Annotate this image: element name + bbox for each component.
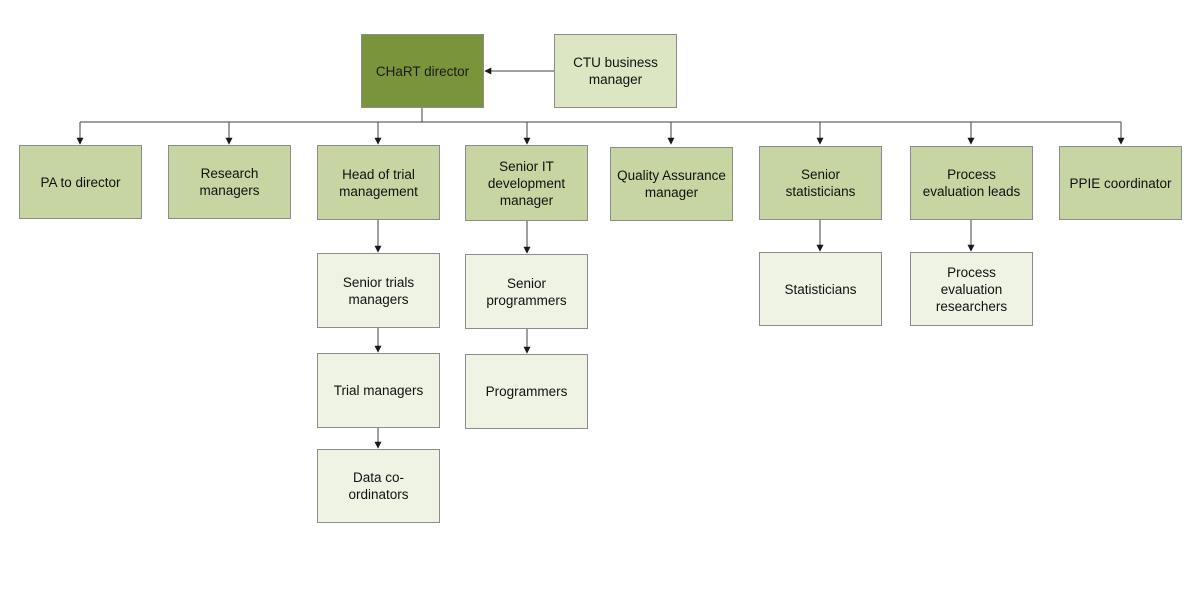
pa-to-director-box: PA to director [19,145,142,219]
senior-programmers-box: Senior programmers [465,254,588,329]
senior-statisticians-box: Senior statisticians [759,146,882,220]
senior-trials-managers-box: Senior trials managers [317,253,440,328]
process-evaluation-researchers-box: Process evaluation researchers [910,252,1033,326]
ppie-coordinator-box: PPIE coordinator [1059,146,1182,220]
head-of-trial-management-box: Head of trial management [317,145,440,220]
programmers-box: Programmers [465,354,588,429]
process-evaluation-leads-box: Process evaluation leads [910,146,1033,220]
statisticians-box: Statisticians [759,252,882,326]
business-manager-box: CTU business manager [554,34,677,108]
data-coordinators-box: Data co-ordinators [317,449,440,523]
senior-it-development-manager-box: Senior IT development manager [465,145,588,221]
quality-assurance-manager-box: Quality Assurance manager [610,147,733,221]
research-managers-box: Research managers [168,145,291,219]
trial-managers-box: Trial managers [317,353,440,428]
director-box: CHaRT director [361,34,484,108]
